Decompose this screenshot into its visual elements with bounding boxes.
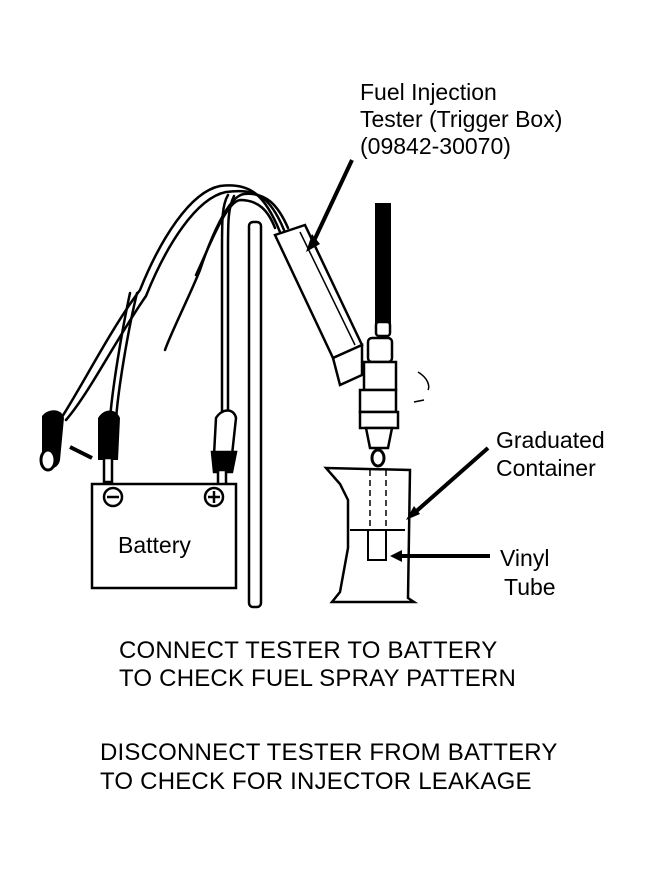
negative-clip-arrow xyxy=(69,445,93,460)
graduated-label-line2: Container xyxy=(496,455,596,481)
positive-lead xyxy=(220,193,230,427)
vinyl-label-line1: Vinyl xyxy=(500,545,550,571)
disconnect-caption-line1: DISCONNECT TESTER FROM BATTERY xyxy=(100,739,558,766)
tester-label-arrow xyxy=(310,159,354,246)
vinyl-tube xyxy=(367,529,387,561)
negative-clip xyxy=(98,410,120,484)
stand-pole xyxy=(247,220,263,609)
battery-label: Battery xyxy=(118,532,191,558)
positive-clip xyxy=(210,409,238,488)
tester-cable-inner-2 xyxy=(194,198,277,277)
battery-body xyxy=(90,482,238,590)
negative-lead-2 xyxy=(114,291,139,422)
graduated-container xyxy=(323,466,419,604)
tester-cable-outer xyxy=(58,184,282,422)
trigger-box xyxy=(273,223,364,387)
tester-label-line2: Tester (Trigger Box) xyxy=(360,106,563,132)
negative-lead xyxy=(108,291,132,422)
graduated-container-arrow xyxy=(410,446,490,517)
positive-lead-2 xyxy=(226,194,236,427)
vinyl-label-line2: Tube xyxy=(504,574,556,600)
connect-caption-line1: CONNECT TESTER TO BATTERY xyxy=(119,637,498,664)
graduated-label-line1: Graduated xyxy=(496,427,605,453)
disconnect-caption-line2: TO CHECK FOR INJECTOR LEAKAGE xyxy=(100,768,532,795)
tester-label-line1: Fuel Injection xyxy=(360,79,497,105)
fuel-injector xyxy=(358,203,430,468)
negative-clip-loose xyxy=(39,410,64,472)
tester-label-line3: (09842-30070) xyxy=(360,133,511,159)
connect-caption-line2: TO CHECK FUEL SPRAY PATTERN xyxy=(119,665,517,692)
